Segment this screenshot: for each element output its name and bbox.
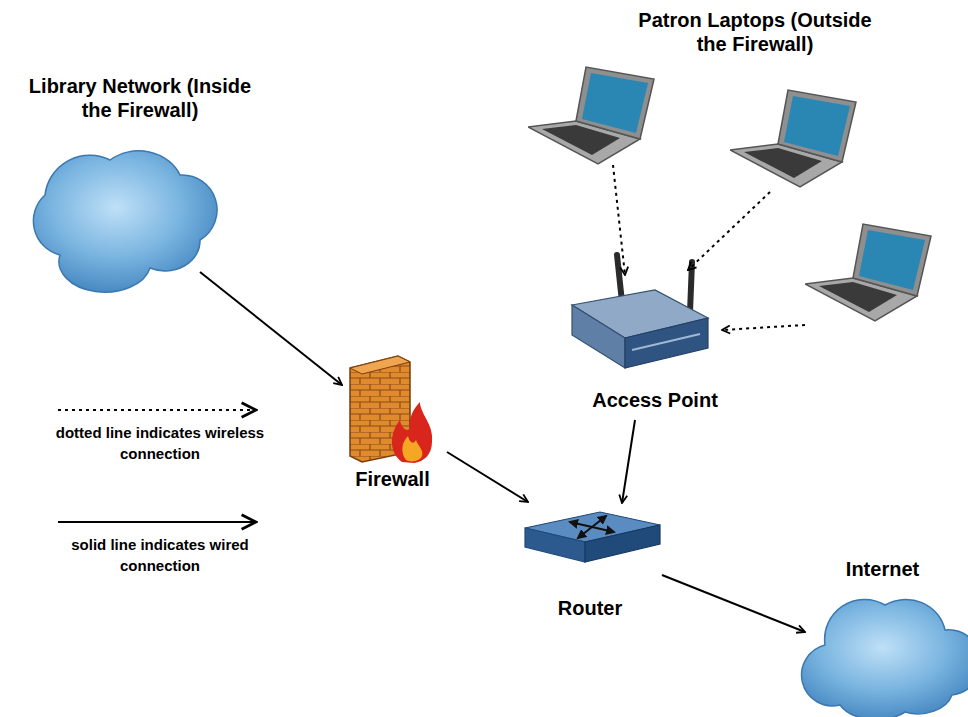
node-label: Router [521, 596, 659, 620]
legend-sample [58, 409, 256, 411]
illustration-part [392, 402, 432, 463]
illustration-part [592, 527, 614, 532]
illustration-part [585, 525, 660, 562]
cloud-icon [33, 151, 217, 292]
illustration-part [632, 334, 700, 350]
legend-text: dotted line indicates wireless connectio… [53, 422, 268, 464]
firewall: Firewall [332, 352, 453, 497]
laptop-icon [805, 224, 931, 321]
wired-link [200, 272, 342, 385]
device-group: Patron Laptops (Outside the Firewall) [560, 6, 950, 196]
internet-cloud: Internet [805, 555, 960, 715]
wireless-link [688, 192, 770, 270]
illustration-part [402, 436, 422, 461]
illustration-part [578, 527, 592, 538]
node-label: Internet [808, 557, 958, 581]
illustration-part [570, 522, 592, 527]
node-label: Patron Laptops (Outside the Firewall) [636, 8, 874, 56]
network-cloud: Library Network (Inside the Firewall) [15, 72, 265, 272]
illustration-part [592, 516, 606, 527]
wired-link [662, 575, 805, 632]
illustration-part [572, 305, 625, 368]
router-icon [525, 512, 660, 562]
wired-link [447, 452, 528, 502]
wired-link [622, 420, 635, 503]
access-point-icon [572, 255, 708, 368]
node-label: Library Network (Inside the Firewall) [23, 74, 257, 122]
illustration-part [617, 255, 622, 302]
illustration-part [525, 528, 585, 562]
laptop-icon [730, 90, 856, 187]
wireless-link [722, 325, 805, 330]
wireless-link [613, 165, 625, 275]
firewall-icon [350, 356, 432, 463]
node-label: Access Point [562, 388, 748, 412]
legend-sample [58, 521, 256, 523]
legend-text: solid line indicates wired connection [53, 534, 268, 576]
cloud-icon [802, 599, 968, 717]
illustration-part [350, 356, 410, 374]
illustration-part [625, 318, 708, 368]
node-label: Firewall [336, 467, 449, 491]
laptop-icons [528, 67, 931, 321]
legend: dotted line indicates wireless connectio… [40, 400, 280, 600]
access-point: Access Point [560, 250, 750, 420]
laptop-icon [528, 67, 654, 164]
illustration-part [690, 262, 692, 312]
router: Router [517, 500, 663, 630]
